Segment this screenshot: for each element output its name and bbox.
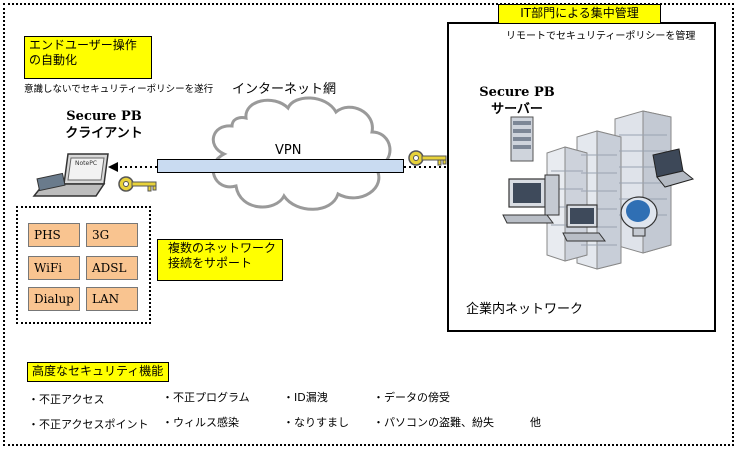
security-feature-item: ・不正アクセスポイント [28,418,149,431]
laptop-label: NotePC [75,160,98,167]
client-title-line2: クライアント [65,126,143,141]
automation-title-line1: エンドユーザー操作 [29,38,137,52]
security-feature-item: ・データの傍受 [373,391,450,404]
server-cluster-illustration [502,110,695,270]
network-support-label: 複数のネットワーク 接続をサポート [157,239,283,281]
security-feature-item: ・なりすまし [283,416,349,429]
corporate-network-label: 企業内ネットワーク [466,302,584,317]
vpn-tunnel-bar [157,159,404,173]
server-title: Secure PB サーバー [467,84,567,118]
network-tile: ADSL [86,256,138,280]
network-types-box [16,206,151,324]
it-management-title: IT部門による集中管理 [498,4,661,24]
key-icon [408,150,447,166]
security-feature-item: ・ID漏洩 [283,391,328,404]
security-feature-item: ・パソコンの盗難、紛失 [373,416,494,429]
network-tile: PHS [28,223,80,247]
security-feature-etc: 他 [530,416,541,429]
network-tile: WiFi [28,256,80,280]
laptop-icon [32,153,109,197]
network-support-line1: 複数のネットワーク [168,241,277,255]
network-tile: LAN [86,287,138,311]
diagram-frame [3,3,734,446]
key-icon [118,176,157,192]
network-tile: Dialup [28,287,80,311]
network-support-line2: 接続をサポート [168,256,253,270]
it-management-subtitle: リモートでセキュリティーポリシーを管理 [506,31,696,42]
server-title-line1: Secure PB [479,85,555,100]
automation-title-line2: の自動化 [29,53,78,67]
network-tile: 3G [86,223,138,247]
automation-subtitle: 意識しないでセキュリティーポリシーを遂行 [24,84,214,95]
internet-label: インターネット網 [232,82,337,97]
security-feature-item: ・ウィルス感染 [162,416,239,429]
client-title: Secure PB クライアント [44,108,164,142]
client-title-line1: Secure PB [66,109,142,124]
server-title-line2: サーバー [491,102,543,117]
automation-label: エンドユーザー操作 の自動化 [24,36,152,79]
security-features-label: 高度なセキュリティ機能 [27,362,169,382]
vpn-label: VPN [275,143,302,158]
security-feature-item: ・不正アクセス [28,393,105,406]
security-feature-item: ・不正プログラム [162,391,250,404]
